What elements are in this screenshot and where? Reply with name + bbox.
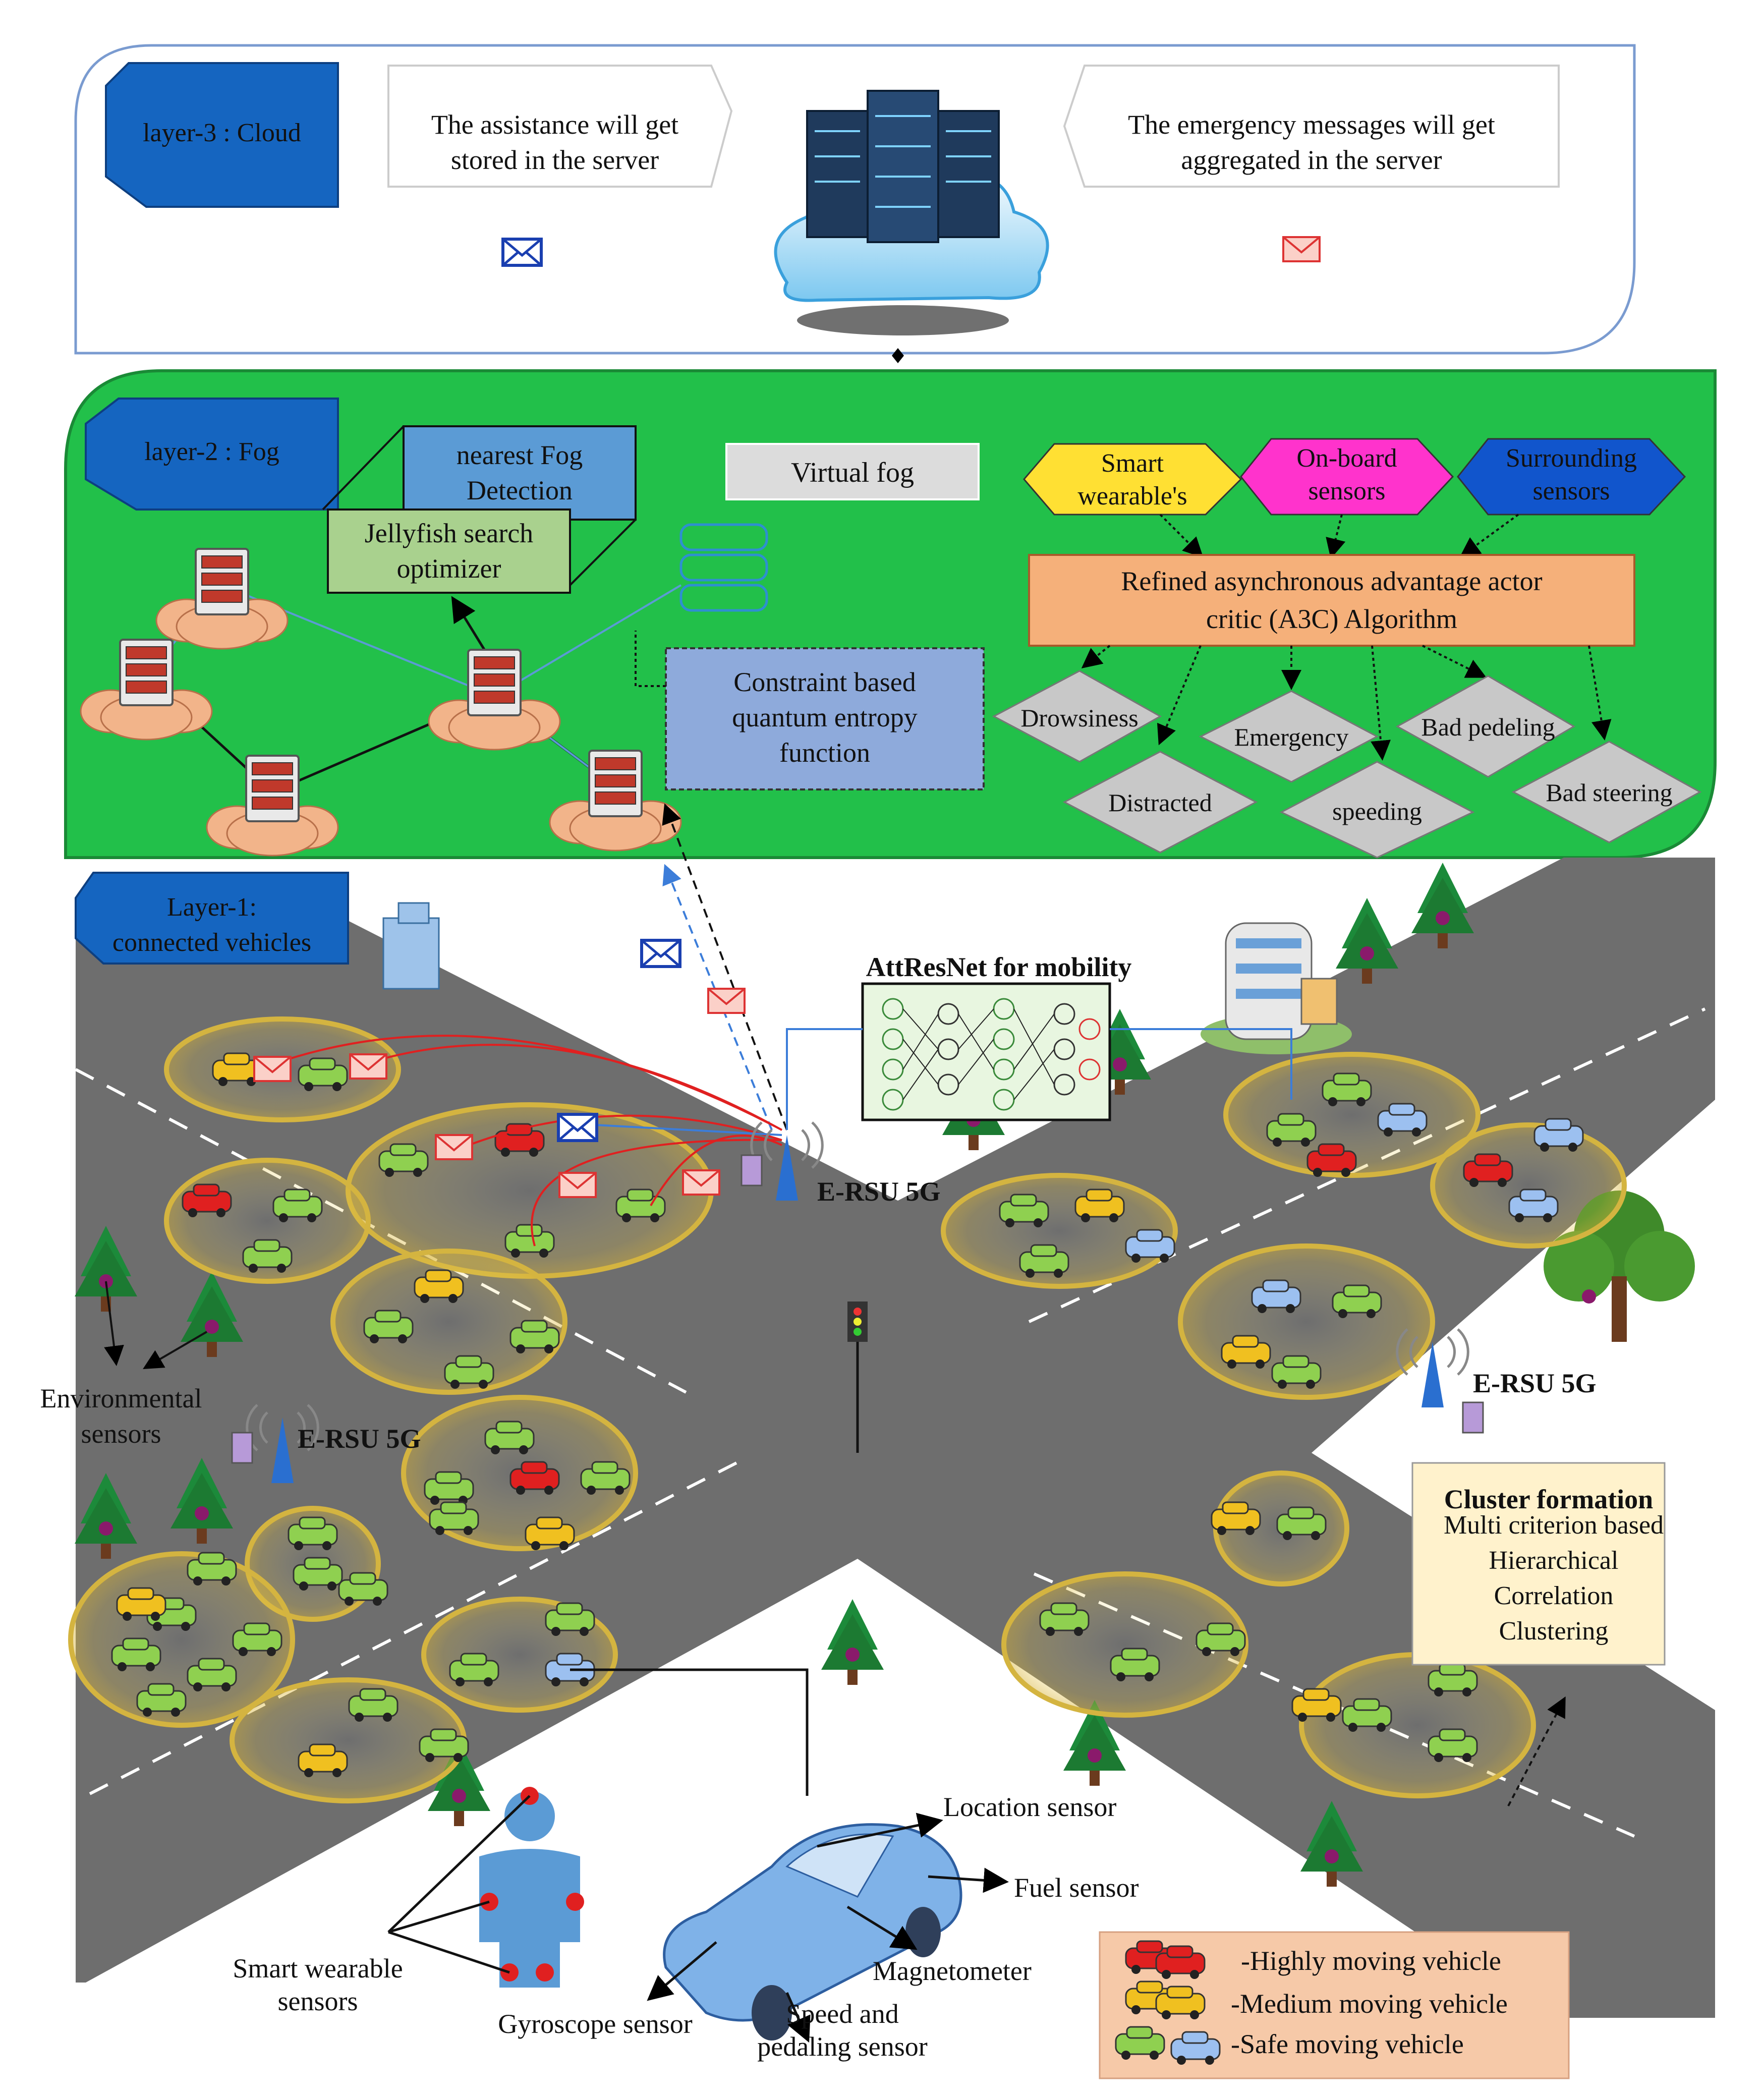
layer2-title: layer-2 : Fog xyxy=(144,437,279,466)
cluster-formation-box: Cluster formation Multi criterion based … xyxy=(1411,1462,1666,1666)
constraint-box xyxy=(665,647,985,790)
behavior-5: Bad steering xyxy=(1546,778,1672,807)
mail-alert-icon xyxy=(707,988,746,1014)
virtual-fog-box xyxy=(725,443,980,500)
sensor-3-line2: sensors xyxy=(1532,477,1610,505)
ersu-label-top: E-RSU 5G xyxy=(817,1176,941,1207)
sensor-2-line1: On-board xyxy=(1296,444,1397,473)
legend-item-0: -Highly moving vehicle xyxy=(1241,1946,1501,1976)
sensor-onboard: On-board sensors xyxy=(1240,438,1454,516)
speed-label-1: Speed and xyxy=(786,1999,898,2029)
sensor-1-line1: Smart xyxy=(1101,449,1164,478)
layer3-note-left-2: stored in the server xyxy=(451,145,659,175)
env-sensors-1: Environmental xyxy=(40,1383,202,1413)
behavior-speeding: speeding xyxy=(1279,761,1475,859)
jellyfish-box xyxy=(327,508,571,594)
behavior-4: speeding xyxy=(1332,797,1422,825)
smart-car-icon xyxy=(663,1823,962,2041)
ersu-label-left: E-RSU 5G xyxy=(298,1424,421,1454)
sensor-device-icon xyxy=(741,1154,763,1186)
a3c-line2: critic (A3C) Algorithm xyxy=(1206,604,1457,634)
layer3-note-right-1: The emergency messages will get xyxy=(1128,109,1495,140)
speed-label-2: pedaling sensor xyxy=(757,2031,927,2062)
jellyfish-2: optimizer xyxy=(397,553,501,584)
person-icon xyxy=(479,1787,584,1988)
behavior-1: Emergency xyxy=(1234,723,1349,751)
layer3-note-right-2: aggregated in the server xyxy=(1181,145,1442,175)
layer1-title-2: connected vehicles xyxy=(112,928,311,957)
layer3-panel: layer-3 : Cloud The assistance will get … xyxy=(74,44,1636,363)
smart-wearable-label-2: sensors xyxy=(278,1986,358,2016)
tree-icons xyxy=(75,863,1695,1887)
mail-alert-icon xyxy=(1282,236,1321,262)
layer1-title-box: Layer-1: connected vehicles xyxy=(75,872,349,965)
cluster-title: Cluster formation xyxy=(1444,1484,1653,1514)
layer3-title: layer-3 : Cloud xyxy=(143,119,301,147)
attresnet-label: AttResNet for mobility xyxy=(866,952,1132,982)
sensor-surrounding: Surrounding sensors xyxy=(1457,438,1686,516)
sensor-device-icon xyxy=(231,1432,253,1464)
behavior-bad-pedeling: Bad pedeling xyxy=(1395,675,1575,778)
sensor-3-line1: Surrounding xyxy=(1506,444,1637,473)
ersu-label-right: E-RSU 5G xyxy=(1473,1368,1597,1398)
building-icon-left xyxy=(382,902,440,990)
sensor-1-line2: wearable's xyxy=(1077,482,1187,511)
legend: -Highly moving vehicle -Medium moving ve… xyxy=(1099,1931,1570,2079)
legend-item-1: -Medium moving vehicle xyxy=(1231,1989,1508,2019)
behavior-2: Bad pedeling xyxy=(1421,713,1555,741)
nearest-fog-2: Detection xyxy=(467,475,573,505)
virtual-fog-label: Virtual fog xyxy=(791,457,914,488)
cluster-line-1: Multi criterion based xyxy=(1444,1511,1664,1540)
a3c-box xyxy=(1028,554,1635,647)
behavior-bad-steering: Bad steering xyxy=(1511,741,1702,843)
constraint-1: Constraint based xyxy=(733,667,916,697)
behavior-drowsiness: Drowsiness xyxy=(992,670,1162,763)
behavior-distracted: Distracted xyxy=(1062,751,1258,854)
sensor-smart-wearables: Smart wearable's xyxy=(1023,443,1242,516)
layer1-title-1: Layer-1: xyxy=(167,893,257,922)
cluster-line-3: Correlation xyxy=(1494,1581,1614,1610)
layer3-label-box xyxy=(105,62,339,208)
magnetometer-label: Magnetometer xyxy=(873,1956,1032,1986)
virtual-fog-server-icon xyxy=(679,523,768,612)
building-icon-right xyxy=(1201,922,1352,1054)
layer2-panel: layer-2 : Fog nearest Fog Detection Jell… xyxy=(64,369,1717,859)
constraint-3: function xyxy=(779,738,870,768)
smart-wearable-label-1: Smart wearable xyxy=(233,1953,403,1984)
gyroscope-label: Gyroscope sensor xyxy=(498,2009,692,2039)
cluster-line-2: Hierarchical xyxy=(1489,1546,1619,1575)
vehicle-clusters xyxy=(68,1016,1627,1803)
sensor-device-icon xyxy=(1462,1401,1484,1434)
sensor-2-line2: sensors xyxy=(1308,477,1385,505)
cloud-server-icon xyxy=(774,90,1049,335)
behavior-emergency: Emergency xyxy=(1199,690,1379,783)
behavior-3: Distracted xyxy=(1108,788,1212,817)
cluster-line-4: Clustering xyxy=(1499,1617,1609,1646)
envelope-icon xyxy=(642,940,680,967)
fuel-sensor-label: Fuel sensor xyxy=(1014,1873,1139,1903)
jellyfish-1: Jellyfish search xyxy=(365,518,533,548)
behavior-0: Drowsiness xyxy=(1020,704,1138,732)
attresnet-network xyxy=(786,982,1292,1130)
constraint-2: quantum entropy xyxy=(732,702,917,732)
env-sensors-2: sensors xyxy=(81,1419,161,1449)
fog-network xyxy=(80,548,682,857)
a3c-line1: Refined asynchronous advantage actor xyxy=(1121,566,1542,596)
envelope-icon xyxy=(503,239,541,265)
nearest-fog-1: nearest Fog xyxy=(457,440,583,470)
layer3-note-left-1: The assistance will get xyxy=(431,109,678,140)
legend-item-2: -Safe moving vehicle xyxy=(1231,2029,1464,2059)
location-sensor-label: Location sensor xyxy=(943,1792,1116,1822)
